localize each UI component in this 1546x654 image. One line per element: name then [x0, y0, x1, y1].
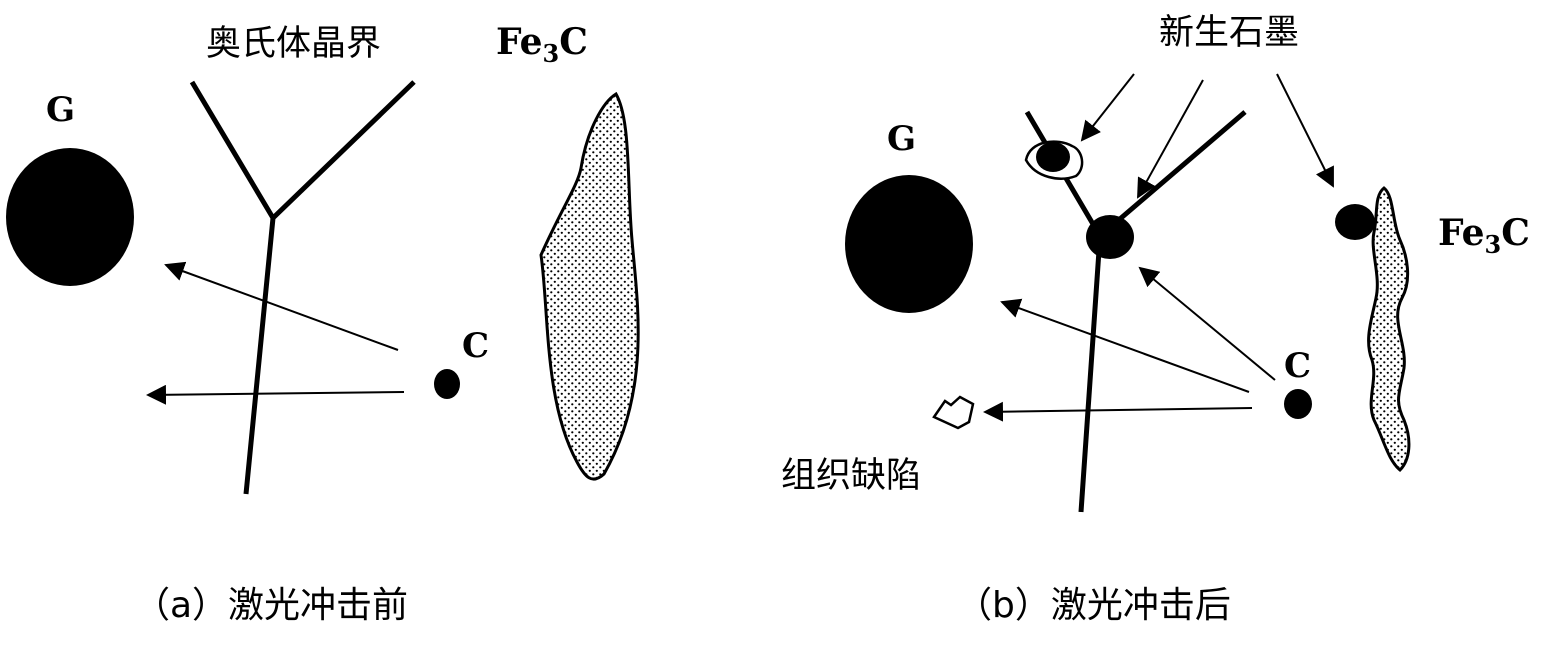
graphite-label: G: [46, 90, 75, 130]
cementite-label: Fe3C: [496, 21, 588, 68]
diffusion-arrow-junction: [1138, 266, 1276, 381]
diffusion-arrow-graphite: [1000, 298, 1250, 393]
new-graphite-arrow-3: [1276, 73, 1334, 188]
caption-b: （b）激光冲击后: [956, 585, 1231, 626]
new-graphite-label: 新生石墨: [1159, 13, 1299, 53]
carbon-label: C: [462, 326, 489, 366]
cementite-plate-b: [1367, 186, 1411, 473]
cementite-plate: [539, 91, 640, 481]
panel-a: 奥氏体晶界 Fe3C G C （a）激光冲击前: [6, 21, 640, 626]
cementite-label-b: Fe3C: [1438, 212, 1530, 259]
grain-boundary-label: 奥氏体晶界: [206, 24, 381, 64]
new-graphite-particle-branch: [1036, 142, 1070, 172]
new-graphite-particle-cementite: [1335, 204, 1375, 240]
new-graphite-arrow-2: [1137, 79, 1204, 199]
carbon-label-b: C: [1284, 346, 1311, 386]
tissue-defect-outline: [932, 395, 975, 430]
grain-boundary-line: [189, 80, 416, 495]
diffusion-arrow-defect: [983, 401, 1253, 422]
diffusion-arrow-lower: [146, 384, 405, 405]
graphite-nodule-b: [845, 175, 973, 313]
defect-label: 组织缺陷: [781, 456, 921, 496]
diffusion-arrow-upper: [164, 261, 399, 351]
new-graphite-arrow-1: [1080, 73, 1135, 142]
graphite-label-b: G: [887, 119, 916, 159]
carbon-atom: [434, 369, 460, 399]
graphite-nodule: [6, 148, 134, 286]
caption-a: （a）激光冲击前: [134, 585, 408, 626]
new-graphite-particle-junction: [1086, 215, 1134, 259]
panel-b: 新生石墨 G Fe3C C 组织缺陷 （b）激光冲击后: [781, 13, 1530, 626]
carbon-atom-b: [1284, 389, 1312, 419]
